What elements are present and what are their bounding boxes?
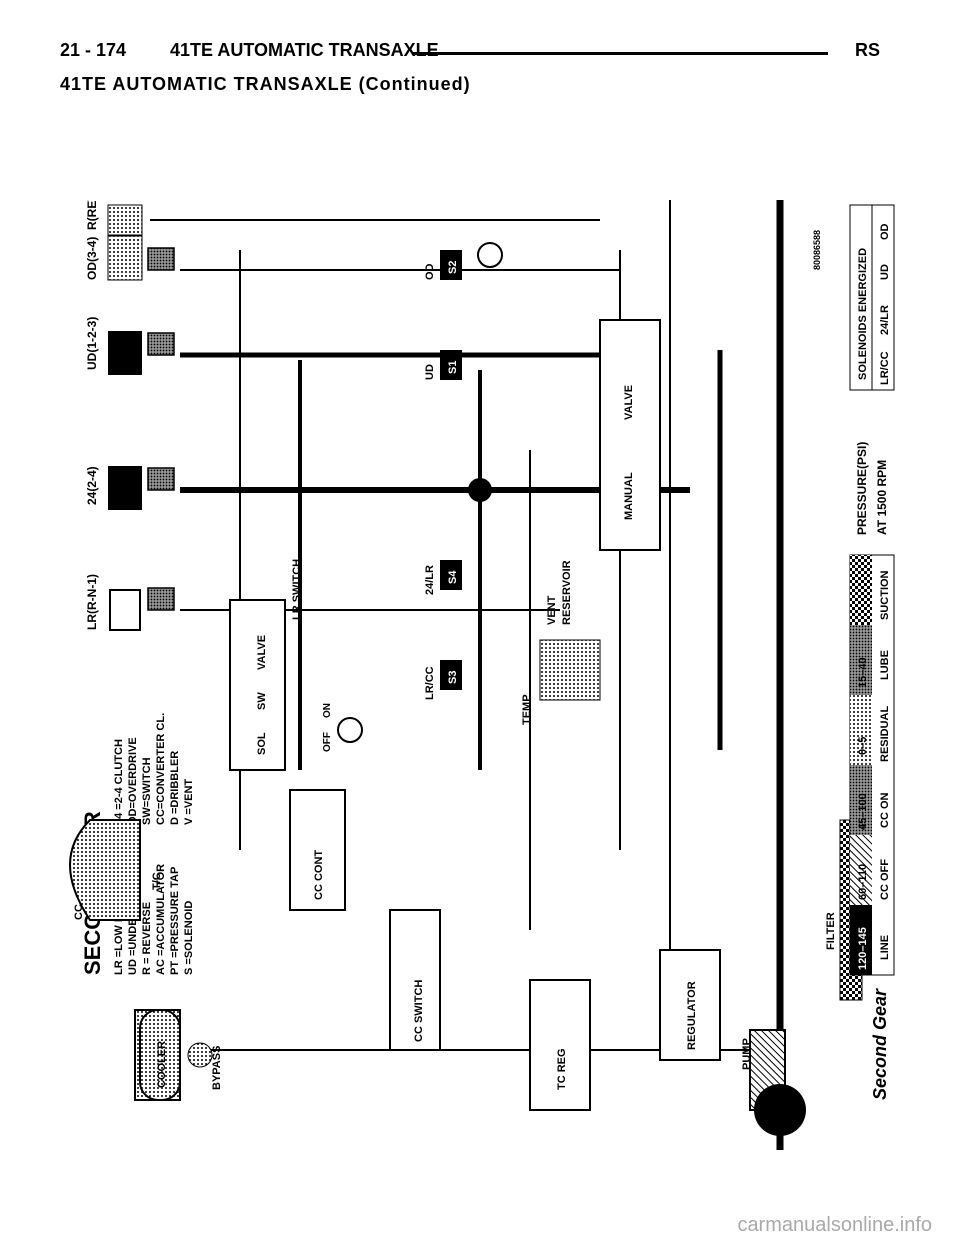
legend-item: PT =PRESSURE TAP (169, 867, 181, 975)
24-clutch (108, 466, 142, 510)
legend-right: 24 =2-4 CLUTCH OD=OVERDRIVE SW=SWITCH CC… (113, 713, 195, 825)
lr-switch-label: LR SWITCH (291, 559, 303, 620)
s2-label: S2 (447, 261, 459, 274)
solenoid-column: LR/CC (879, 351, 891, 385)
s3-label: S3 (447, 671, 459, 684)
figure-caption: Second Gear (870, 988, 890, 1100)
solenoid-column: OD (879, 223, 891, 240)
clutch-label-rev: R(REV) (85, 200, 99, 230)
pressure-name: SUCTION (879, 570, 891, 620)
page-header: 21 - 174 41TE AUTOMATIC TRANSAXLE RS (60, 40, 880, 64)
pressure-value: 0–5 (857, 737, 869, 755)
pump (754, 1084, 806, 1136)
s1-label: S1 (447, 361, 459, 374)
tc-reg-label: TC REG (556, 1048, 568, 1090)
lr-clutch (109, 589, 141, 631)
pressure-name: LINE (879, 935, 891, 960)
tc-label: T/C (151, 872, 163, 890)
legend-item: SW=SWITCH (141, 757, 153, 825)
s3-function-label: LR/CC (424, 666, 436, 700)
figure-id: 80086588 (812, 230, 822, 270)
pressure-switches: OFF ON (322, 242, 503, 752)
torque-converter (69, 819, 141, 921)
bypass-label: BYPASS (211, 1046, 223, 1090)
pressure-name: CC OFF (879, 859, 891, 900)
switch-on-label: ON (322, 703, 333, 718)
pump-label: PUMP (741, 1038, 753, 1070)
clutch-label-od: OD(3-4) (85, 237, 99, 280)
pressure-name: RESIDUAL (879, 705, 891, 762)
pressure-name: LUBE (879, 650, 891, 680)
pressure-value: 15–40 (857, 657, 869, 688)
legend-item: S =SOLENOID (183, 901, 195, 975)
page-subtitle: 41TE AUTOMATIC TRANSAXLE (Continued) (60, 74, 471, 94)
pressure-value: 60–110 (857, 864, 869, 900)
od-clutch (107, 235, 143, 281)
temp-label: TEMP (521, 694, 533, 725)
sol-label: SOL (256, 732, 268, 755)
s2-function-label: OD (424, 263, 436, 280)
s4-function-label: 24/LR (424, 565, 436, 595)
accumulators (147, 247, 175, 611)
vent-reservoir (539, 639, 601, 701)
solenoids: S1 UD S2 OD S3 LR/CC S4 24/LR (424, 250, 462, 700)
reservoir-label: RESERVOIR (561, 560, 573, 625)
legend-item: CC=CONVERTER CL. (155, 713, 167, 825)
section-code: RS (854, 40, 880, 60)
page-number: 21 - 174 (60, 40, 127, 60)
switch-off-label: OFF (322, 732, 333, 752)
hydraulic-schematic: SECOND GEAR LR =LOW REVERSE UD =UNDERDRI… (60, 200, 900, 1150)
cc-cont-label: CC CONT (313, 850, 325, 900)
clutch-label-ud: UD(1-2-3) (85, 317, 99, 370)
legend-item: R = REVERSE (141, 902, 153, 975)
cooler-label: COOLER (156, 1041, 168, 1088)
cc-switch-label: CC SWITCH (413, 980, 425, 1042)
manual-label: MANUAL (623, 472, 635, 520)
pressure-table-title: PRESSURE(PSI) (855, 442, 869, 535)
vent-label: VENT (546, 595, 558, 625)
clutch-labels: LR(R-N-1) 24(2-4) UD(1-2-3) OD(3-4) R(RE… (85, 200, 99, 630)
header-title: 41TE AUTOMATIC TRANSAXLE (170, 40, 439, 60)
filter-label: FILTER (825, 912, 837, 950)
rev-clutch (107, 204, 143, 236)
pressure-table-subtitle: AT 1500 RPM (875, 460, 889, 535)
solenoids-table: SOLENOIDS ENERGIZED LR/CC 24/LR UD OD (849, 204, 895, 391)
pressure-value: 120–145 (857, 927, 869, 970)
pressure-name: CC ON (879, 793, 891, 829)
regulator-label: REGULATOR (686, 981, 698, 1050)
cooler (139, 1009, 181, 1101)
legend-item: 24 =2-4 CLUTCH (113, 739, 125, 825)
solenoid-column: UD (879, 264, 891, 280)
solenoid-column: 24/LR (879, 305, 891, 335)
clutch-label-24: 24(2-4) (85, 466, 99, 505)
solenoid-valve-label: VALVE (256, 635, 268, 670)
manual-valve-label: VALVE (623, 385, 635, 420)
bypass-valve (187, 1042, 213, 1068)
cc-label: CC (73, 904, 85, 920)
s1-function-label: UD (424, 364, 436, 380)
pressure-table: 120–145 60–110 45–100 0–5 15–40 LINE CC … (849, 442, 895, 976)
ud-clutch (108, 331, 142, 375)
solenoids-table-title: SOLENOIDS ENERGIZED (857, 248, 869, 380)
watermark: carmanualsonline.info (737, 1214, 932, 1236)
pressure-value: 45–100 (857, 793, 869, 830)
legend-item: AC =ACCUMULATOR (155, 864, 167, 975)
clutch-label-lr: LR(R-N-1) (85, 574, 99, 630)
s4-label: S4 (447, 570, 459, 584)
sw-label: SW (256, 692, 268, 710)
header-rule (412, 52, 828, 55)
legend-item: D =DRIBBLER (169, 751, 181, 825)
legend-item: V =VENT (183, 779, 195, 825)
legend-item: OD=OVERDRIVE (127, 737, 139, 825)
